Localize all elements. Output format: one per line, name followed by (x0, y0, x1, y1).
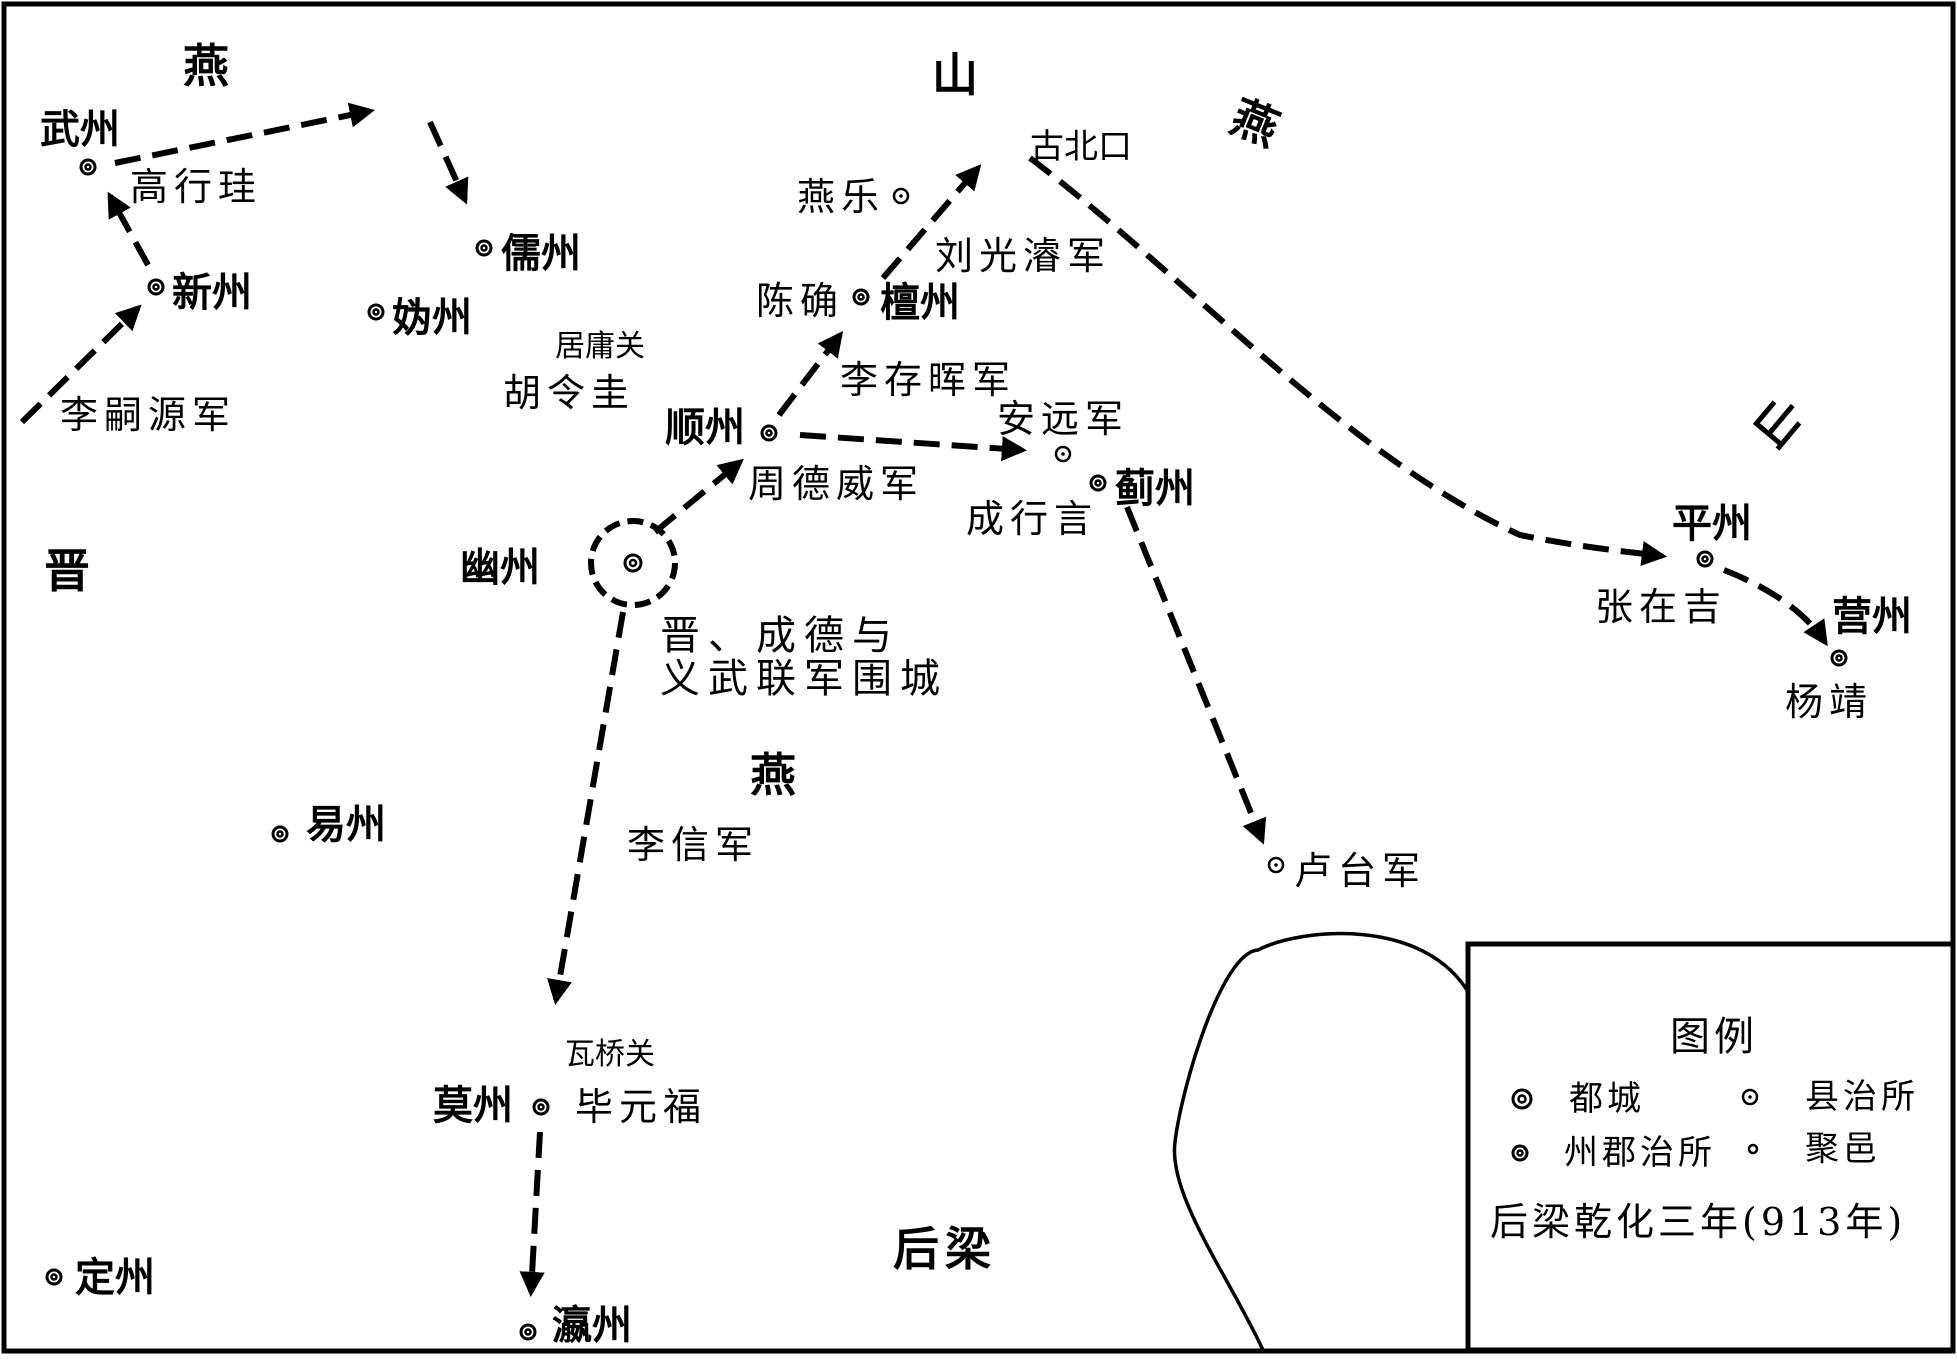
prefecture-mozhou-symbol (532, 1098, 550, 1116)
army-li-cunhui: 李存晖军 (840, 358, 1017, 402)
person-gao-xinggui: 高行珪 (130, 165, 263, 209)
city-youzhou: 幽州 (460, 545, 540, 591)
route-youzhou-to-mozhou (547, 611, 626, 1005)
person-hu-linggui: 胡令圭 (503, 371, 636, 415)
city-anyuanjun: 安远军 (997, 397, 1130, 441)
county-anyuanjun-symbol (1054, 445, 1072, 463)
prefecture-shunzhou-symbol (760, 424, 778, 442)
region-yan-center: 燕 (750, 748, 796, 802)
city-yingzhou-south: 瀛州 (552, 1303, 632, 1349)
legend-symbols (1511, 1088, 1759, 1162)
city-ruzhou: 儒州 (501, 231, 581, 277)
pass-juyongguan: 居庸关 (555, 329, 645, 364)
city-dingzhou: 定州 (75, 1255, 155, 1301)
prefecture-wuzhou-symbol (79, 158, 97, 176)
route-tanzhou-to-gubeikou (880, 164, 982, 280)
coastline (1172, 931, 1472, 1351)
army-liu-guangjun: 刘光濬军 (935, 234, 1112, 278)
city-shunzhou: 顺州 (665, 405, 745, 451)
route-xinzhou-to-wuzhou (107, 191, 151, 267)
pass-gubeikou: 古北口 (1030, 127, 1132, 167)
prefecture-pingzhou-symbol (1696, 550, 1714, 568)
route-youzhou-to-shunzhou (653, 458, 744, 535)
region-houliang: 后梁 (893, 1222, 997, 1276)
person-chen-que: 陈确 (756, 279, 845, 323)
county-lutaijun-symbol (1267, 856, 1285, 874)
route-gubeikou-to-pingzhou (1028, 155, 1668, 567)
route-mozhou-to-yingzhou (519, 1131, 545, 1298)
route-jizhou-to-lutaijun (1124, 505, 1267, 845)
legend-label-capital: 都城 (1569, 1079, 1645, 1119)
county-yanle-symbol (892, 187, 910, 205)
prefecture-xinzhou-symbol (147, 278, 165, 296)
army-li-xin: 李信军 (627, 823, 760, 867)
city-yizhou: 易州 (306, 802, 386, 848)
region-yan-northwest: 燕 (183, 39, 229, 93)
legend-title: 图例 (1670, 1014, 1758, 1060)
siege-note-line2: 义武联军围城 (660, 656, 948, 702)
legend-prefecture-icon (1511, 1144, 1529, 1162)
person-zhang-zaiji: 张在吉 (1595, 585, 1728, 629)
region-jin: 晋 (44, 544, 90, 598)
army-li-siyuan: 李嗣源军 (60, 393, 237, 437)
city-pingzhou: 平州 (1672, 501, 1752, 547)
city-yanle: 燕乐 (797, 175, 886, 219)
prefecture-dingzhou-symbol (45, 1268, 63, 1286)
legend-label-prefecture: 州郡治所 (1564, 1133, 1716, 1173)
city-lutaijun: 卢台军 (1294, 849, 1427, 893)
legend-label-settlement: 聚邑 (1805, 1129, 1881, 1169)
pass-waqiaoguan: 瓦桥关 (565, 1037, 655, 1072)
legend-county-icon (1741, 1088, 1759, 1106)
person-cheng-xingyan: 成行言 (966, 497, 1099, 541)
prefecture-tanzhou-symbol (852, 288, 870, 306)
city-xinzhou: 新州 (172, 270, 252, 316)
siege-ring (588, 518, 678, 608)
route-li-siyuan-to-xinzhou (19, 304, 142, 425)
legend-capital-icon (1511, 1088, 1533, 1110)
city-guizhou: 妫州 (392, 295, 472, 341)
capital-youzhou-symbol (623, 553, 643, 573)
siege-note-line1: 晋、成德与 (660, 613, 900, 659)
route-wuzhou-east (114, 102, 375, 166)
route-to-ruzhou (427, 120, 469, 205)
prefecture-yingzhou-south-symbol (519, 1323, 537, 1341)
person-yang-jing: 杨靖 (1785, 680, 1874, 724)
city-jizhou: 蓟州 (1115, 466, 1195, 512)
city-mozhou: 莫州 (433, 1083, 513, 1129)
region-shan-top: 山 (932, 48, 978, 102)
route-shunzhou-to-tanzhou (776, 330, 844, 417)
legend-settlement-icon (1747, 1143, 1759, 1155)
legend-box (1465, 941, 1956, 1353)
route-pingzhou-to-yingzhou (1722, 567, 1828, 647)
army-zhou-dewei: 周德威军 (748, 462, 925, 506)
route-shunzhou-to-anyuanjun (799, 432, 1028, 462)
city-wuzhou: 武州 (40, 107, 120, 153)
legend-date: 后梁乾化三年(913年) (1490, 1200, 1907, 1244)
person-bi-yuanfu: 毕元福 (575, 1085, 708, 1129)
prefecture-guizhou-symbol (367, 303, 385, 321)
city-tanzhou: 檀州 (880, 280, 960, 326)
prefecture-ruzhou-symbol (475, 239, 493, 257)
prefecture-yingzhou-east-symbol (1830, 649, 1848, 667)
prefecture-jizhou-symbol (1089, 474, 1107, 492)
city-yingzhou-east: 营州 (1832, 594, 1912, 640)
settlement-symbols (45, 158, 1848, 1341)
prefecture-yizhou-symbol (271, 825, 289, 843)
legend-label-county: 县治所 (1805, 1077, 1919, 1117)
